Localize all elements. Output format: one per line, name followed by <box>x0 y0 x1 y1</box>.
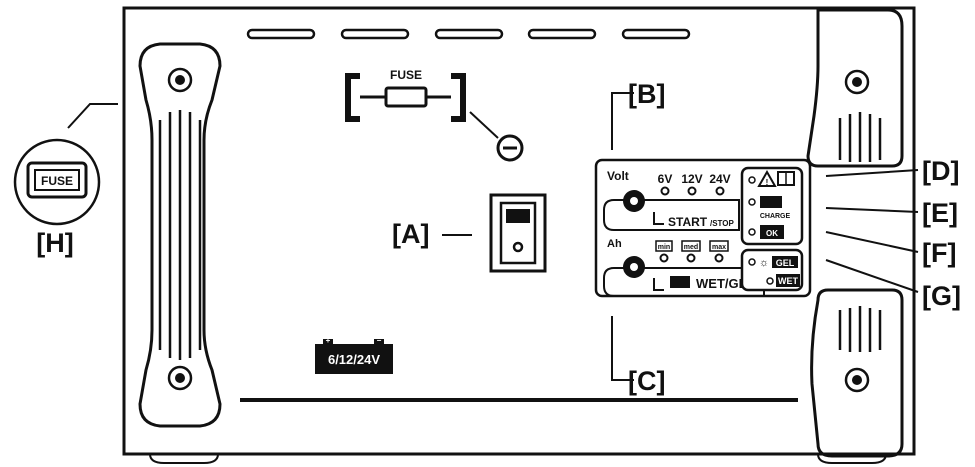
stop-label: /STOP <box>710 219 735 228</box>
led-warning-icon <box>748 176 756 184</box>
fuse-top-label: FUSE <box>390 68 422 82</box>
callout-h: [H] <box>36 228 73 258</box>
callout-g: [G] <box>922 281 961 311</box>
right-handle-top <box>806 8 904 168</box>
hand-press-2-icon <box>653 278 664 291</box>
led-gel-icon <box>748 258 756 266</box>
fuse-badge-label: FUSE <box>41 174 73 188</box>
led-charge-icon <box>748 198 756 206</box>
right-callouts: [D] [E] [F] [G] <box>825 156 961 311</box>
sun-icon: ☼ <box>759 257 769 269</box>
warning-icon <box>757 169 777 187</box>
led-12v-icon <box>687 186 697 196</box>
callout-a: [A] <box>392 219 429 249</box>
volt-label: Volt <box>607 169 629 183</box>
charge-label: CHARGE <box>760 213 791 220</box>
gel-label: GEL <box>776 258 795 268</box>
callout-c: [C] <box>628 366 665 396</box>
ah-min: min <box>658 244 670 251</box>
left-top-screw-icon <box>167 67 193 93</box>
hand-press-icon <box>653 212 664 225</box>
left-foot <box>149 453 219 464</box>
control-panel: [B] [C] Volt 6V 12V 24V START /STOP Ah m… <box>594 79 812 396</box>
svg-text:!: ! <box>766 178 769 187</box>
callout-d: [D] <box>922 156 959 186</box>
right-handle-bottom <box>810 288 904 458</box>
svg-text:+: + <box>326 336 331 345</box>
fuse-icon <box>384 86 428 108</box>
fuse-badge: FUSE [H] <box>13 103 118 258</box>
ah-max: max <box>712 244 726 251</box>
device-body <box>122 6 916 464</box>
led-6v-icon <box>660 186 670 196</box>
left-bottom-screw-icon <box>167 365 193 391</box>
callout-b: [B] <box>628 79 665 109</box>
charge-battery-icon <box>760 196 782 208</box>
wet-label: WET <box>778 276 798 286</box>
right-foot <box>817 453 887 464</box>
battery-symbol: + − 6/12/24V <box>315 336 393 374</box>
ah-label: Ah <box>607 238 622 250</box>
led-wet-icon <box>766 277 774 285</box>
led-min-icon <box>659 253 669 263</box>
led-max-icon <box>714 253 724 263</box>
volt-24v: 24V <box>709 172 730 186</box>
right-bottom-screw-icon <box>844 367 870 393</box>
fuse-cap-icon <box>496 134 524 162</box>
wetgel-label: WET/GEL <box>696 276 755 291</box>
led-med-icon <box>686 253 696 263</box>
fuse-holder: FUSE <box>345 68 524 162</box>
right-top-screw-icon <box>844 69 870 95</box>
ok-label: OK <box>766 229 778 238</box>
volt-6v: 6V <box>658 172 673 186</box>
top-vents <box>246 28 691 40</box>
start-label: START <box>668 215 708 229</box>
switch-off-icon <box>512 241 524 253</box>
volt-12v: 12V <box>681 172 702 186</box>
led-ok-icon <box>748 228 756 236</box>
led-24v-icon <box>715 186 725 196</box>
svg-text:−: − <box>377 336 382 345</box>
left-handle <box>138 42 222 428</box>
power-switch: [A] <box>392 193 547 273</box>
callout-e: [E] <box>922 198 958 228</box>
callout-f: [F] <box>922 238 956 268</box>
battery-label: 6/12/24V <box>328 352 380 367</box>
battery-mini-icon <box>670 276 690 288</box>
ah-med: med <box>684 244 698 251</box>
